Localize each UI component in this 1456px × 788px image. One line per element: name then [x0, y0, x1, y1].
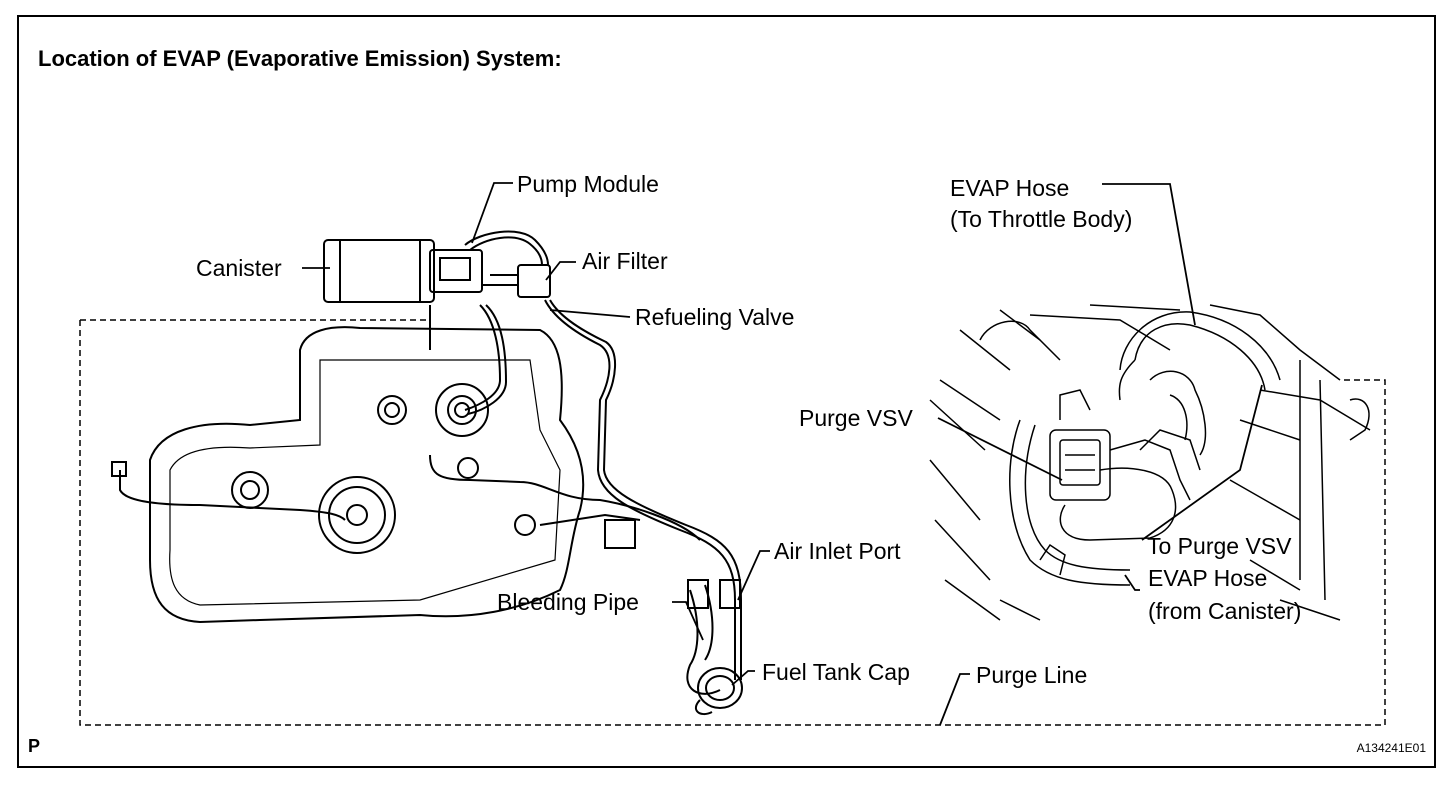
canister-drawing: [323, 239, 483, 303]
label-fuel-tank-cap: Fuel Tank Cap: [762, 659, 910, 685]
label-air-inlet-port: Air Inlet Port: [774, 538, 901, 564]
fuel-tank-cap-drawing: [694, 667, 743, 716]
label-purge-vsv: Purge VSV: [799, 405, 913, 431]
label-to-purge-vsv: To Purge VSV: [1147, 533, 1292, 559]
fuel-tank-outline: [149, 326, 585, 624]
leader-lines: [302, 182, 1263, 726]
label-evap-hose-throttle-sub: (To Throttle Body): [950, 206, 1133, 232]
label-air-filter: Air Filter: [582, 248, 668, 274]
label-evap-hose-canister-sub: (from Canister): [1148, 598, 1302, 624]
label-evap-hose-canister: EVAP Hose: [1148, 565, 1268, 591]
label-evap-hose-throttle: EVAP Hose: [950, 175, 1070, 201]
figure-code: A134241E01: [1356, 741, 1426, 755]
label-canister: Canister: [196, 255, 282, 281]
diagram-title: Location of EVAP (Evaporative Emission) …: [38, 46, 562, 71]
label-purge-line: Purge Line: [976, 662, 1088, 688]
label-refueling-valve: Refueling Valve: [635, 304, 795, 330]
label-pump-module: Pump Module: [517, 171, 659, 197]
purge-vsv-drawing: [1049, 389, 1201, 541]
label-bleeding-pipe: Bleeding Pipe: [497, 589, 639, 615]
diagram-frame: [17, 15, 1436, 768]
engine-bay-drawing: [929, 304, 1371, 621]
purge-line-boundary: [79, 319, 1386, 726]
corner-mark: P: [28, 736, 41, 756]
air-filter-drawing: [482, 264, 551, 298]
